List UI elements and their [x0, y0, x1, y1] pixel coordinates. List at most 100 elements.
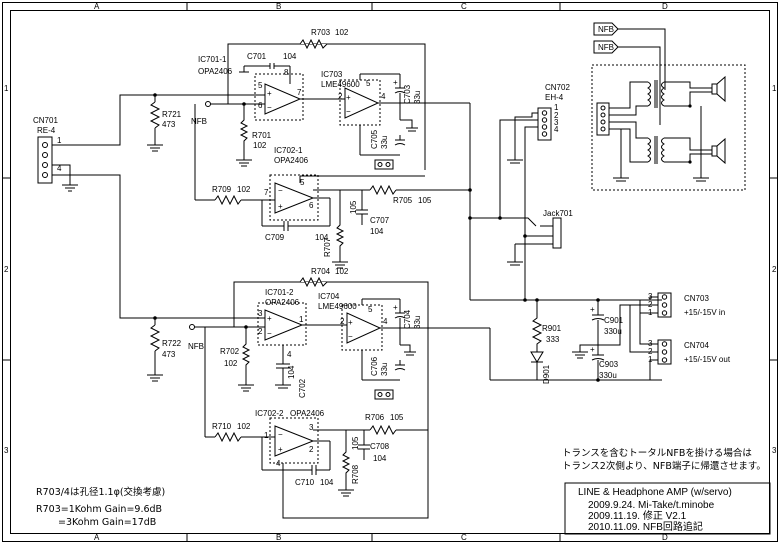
ic703-label: IC703 [321, 70, 343, 79]
cn704-desc: +15/-15V out [684, 355, 731, 364]
note-gain-2: =3Kohm Gain=17dB [58, 517, 156, 528]
note-nfb-line-1: トランスを含むトータルNFBを掛ける場合は [562, 447, 752, 459]
ic701-1-pin6: 6 [258, 101, 263, 110]
c701-label: C701 [247, 52, 267, 61]
ic701-2-pin1: 1 [299, 315, 304, 324]
c903-label: C903 [599, 360, 619, 369]
c901-plus: + [590, 305, 595, 314]
c710-label: C710 [295, 478, 315, 487]
cn702-pin1: 1 [554, 103, 559, 112]
r721-label: R721 [162, 110, 182, 119]
r710-value: 102 [237, 422, 251, 431]
ic703-pin2: 2 [338, 92, 343, 101]
ic702-2-pin3: 3 [309, 423, 314, 432]
ic701-2-minus: − [267, 329, 272, 338]
cn702-pin2: 2 [554, 111, 559, 120]
ic704-minus: − [348, 332, 353, 341]
frame-col-a-bottom: A [94, 533, 100, 542]
ic702-2-part: OPA2406 [290, 409, 325, 418]
frame-col-d: D [662, 2, 668, 11]
c703-value: 33u [413, 91, 422, 104]
ic702-1-label: IC702-1 [274, 146, 303, 155]
cn703-desc: +15/-15V in [684, 308, 725, 317]
c706-value: 33u [380, 363, 389, 376]
r709-value: 102 [237, 185, 251, 194]
r722-label: R722 [162, 339, 182, 348]
r705-label: R705 [393, 196, 413, 205]
ic701-1-label: IC701-1 [198, 55, 227, 64]
c710-value: 104 [320, 478, 334, 487]
r702-value: 102 [224, 359, 238, 368]
c707-label: C707 [370, 216, 390, 225]
c701-value: 104 [283, 52, 297, 61]
ic702-1-pin6: 6 [309, 201, 314, 210]
frame-col-d-bottom: D [662, 533, 668, 542]
frame-col-c: C [461, 2, 467, 11]
power-section: R901 333 D901 + C901 330u + C903 330u 3 [470, 292, 731, 384]
ic701-1-plus: + [267, 89, 272, 98]
r901-value: 333 [546, 335, 560, 344]
upper-channel: R721 473 NFB + − 5 6 7 8 IC701-1 OPA2406… [147, 28, 472, 300]
revision-1: 2009.9.24. Mi-Take/t.minobe [588, 500, 715, 511]
ic702-2-pin1: 1 [264, 431, 269, 440]
cn704-label: CN704 [684, 341, 709, 350]
r705-value: 105 [418, 196, 432, 205]
c706-label: C706 [370, 356, 379, 376]
revision-3: 2010.11.09. NFB回路追記 [588, 520, 703, 533]
frame-col-b: B [276, 2, 281, 11]
title-text: LINE & Headphone AMP (w/servo) [578, 487, 732, 498]
ic701-2-pin2: 2 [258, 327, 263, 336]
nfb-input-lower: NFB [188, 342, 204, 351]
frame-col-c-bottom: C [461, 533, 467, 542]
c903-plus: + [590, 345, 595, 354]
c702-label: C702 [298, 378, 307, 398]
c705-value: 33u [380, 136, 389, 149]
frame-row-3: 3 [4, 446, 9, 455]
nfb-tag-2: NFB [598, 43, 614, 52]
frame-row-1-right: 1 [772, 84, 777, 93]
c703-label: C703 [403, 84, 412, 104]
ic702-1-minus: − [278, 186, 283, 195]
frame-row-2: 2 [4, 265, 9, 274]
note-nfb-line-2: トランス2次側より、NFB端子に帰還させます。 [562, 460, 766, 472]
lower-channel: R722 473 NFB + − 3 2 1 IC701-2 OPA2406 R… [147, 267, 491, 519]
ic704-pin4: 4 [383, 317, 388, 326]
r701-label: R701 [252, 131, 272, 140]
r708-label: R708 [351, 464, 360, 484]
d901-label: D901 [542, 364, 551, 384]
frame-row-3-right: 3 [772, 446, 777, 455]
ic701-1-pin7: 7 [297, 88, 302, 97]
frame-row-2-right: 2 [772, 265, 777, 274]
note-r703: R703/4は孔径1.1φ(交換考慮) [36, 486, 165, 498]
c901-value: 330u [604, 327, 622, 336]
r709-label: R709 [212, 185, 232, 194]
r704-value: 102 [335, 267, 349, 276]
ic702-1-pin5: 5 [300, 178, 305, 187]
c704-plus: + [393, 303, 398, 312]
cn701-label: CN701 [33, 116, 58, 125]
c708-value: 104 [373, 454, 387, 463]
ic701-2-part: OPA2406 [265, 298, 300, 307]
r708-value: 105 [351, 436, 360, 450]
cn702-pin4: 4 [554, 125, 559, 134]
ic701-1-minus: − [267, 103, 272, 112]
cn702-label: CN702 [545, 83, 570, 92]
ic701-2-label: IC701-2 [265, 288, 294, 297]
nfb-transformer-block: NFB NFB [591, 22, 746, 191]
r710-label: R710 [212, 422, 232, 431]
ic703-plus: + [346, 93, 351, 102]
cn701-pin4: 4 [57, 164, 62, 173]
frame-row-1: 1 [4, 84, 9, 93]
ic702-2-plus: + [278, 445, 283, 454]
ic702-2-label: IC702-2 [255, 409, 284, 418]
ic703-pin5: 5 [366, 79, 371, 88]
r901-label: R901 [542, 324, 562, 333]
nfb-input-upper: NFB [191, 117, 207, 126]
c709-label: C709 [265, 233, 285, 242]
r703-label: R703 [311, 28, 331, 37]
ic704-pin5: 5 [368, 305, 373, 314]
cn701-type: RE-4 [37, 126, 56, 135]
c903-value: 330u [599, 371, 617, 380]
c702-pin4: 4 [287, 350, 292, 359]
